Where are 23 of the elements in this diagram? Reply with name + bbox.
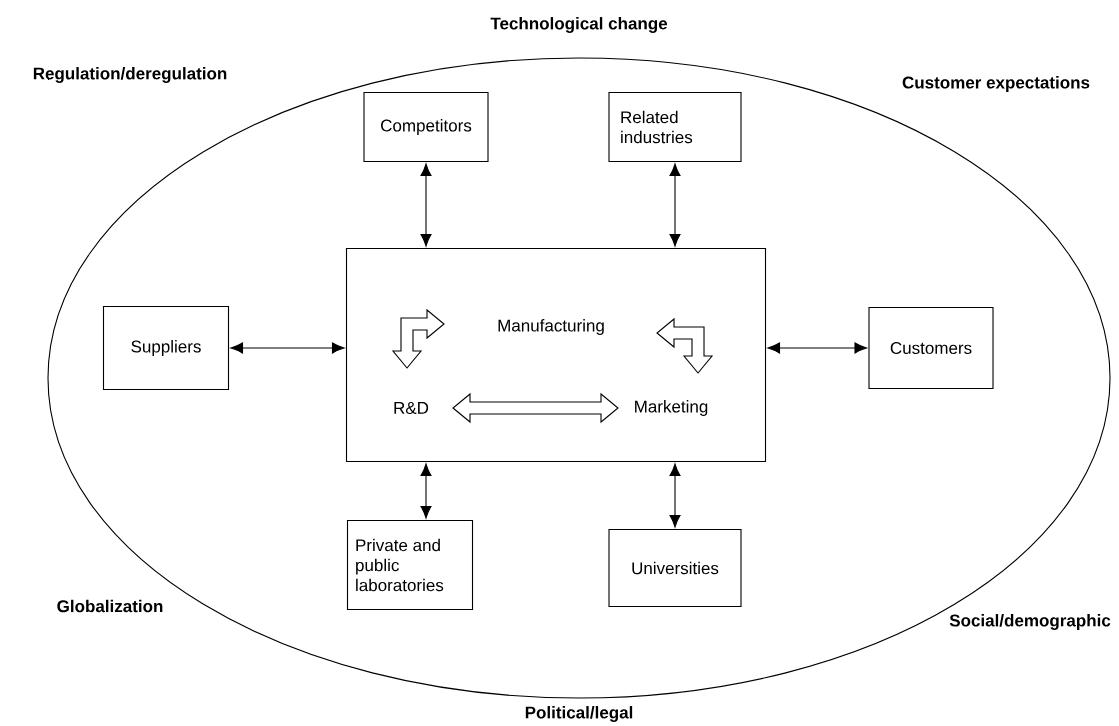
entity-box: Competitors xyxy=(363,91,489,163)
function-label: Manufacturing xyxy=(498,319,604,335)
arrow xyxy=(420,163,432,247)
block-arrow xyxy=(452,392,619,424)
force-label: Customer expectations xyxy=(901,75,1091,93)
force-label: Regulation/deregulation xyxy=(31,66,229,84)
firm-box xyxy=(345,247,767,463)
force-label: Technological change xyxy=(489,16,669,34)
arrow xyxy=(669,163,681,247)
force-label: Social/demographic xyxy=(948,613,1112,631)
entity-box: Related industries xyxy=(608,91,742,163)
force-label: Globalization xyxy=(55,598,165,614)
function-label: R&D xyxy=(394,402,429,414)
function-label: Marketing xyxy=(635,400,708,416)
arrow xyxy=(669,463,681,528)
entity-box: Private and public laboratories xyxy=(346,519,474,611)
arrow xyxy=(420,463,432,519)
arrow xyxy=(230,342,345,354)
entity-box: Universities xyxy=(608,528,742,608)
entity-box: Suppliers xyxy=(102,305,230,391)
arrow xyxy=(767,342,867,354)
entity-box: Customers xyxy=(868,306,994,390)
force-label: Political/legal xyxy=(523,705,635,723)
